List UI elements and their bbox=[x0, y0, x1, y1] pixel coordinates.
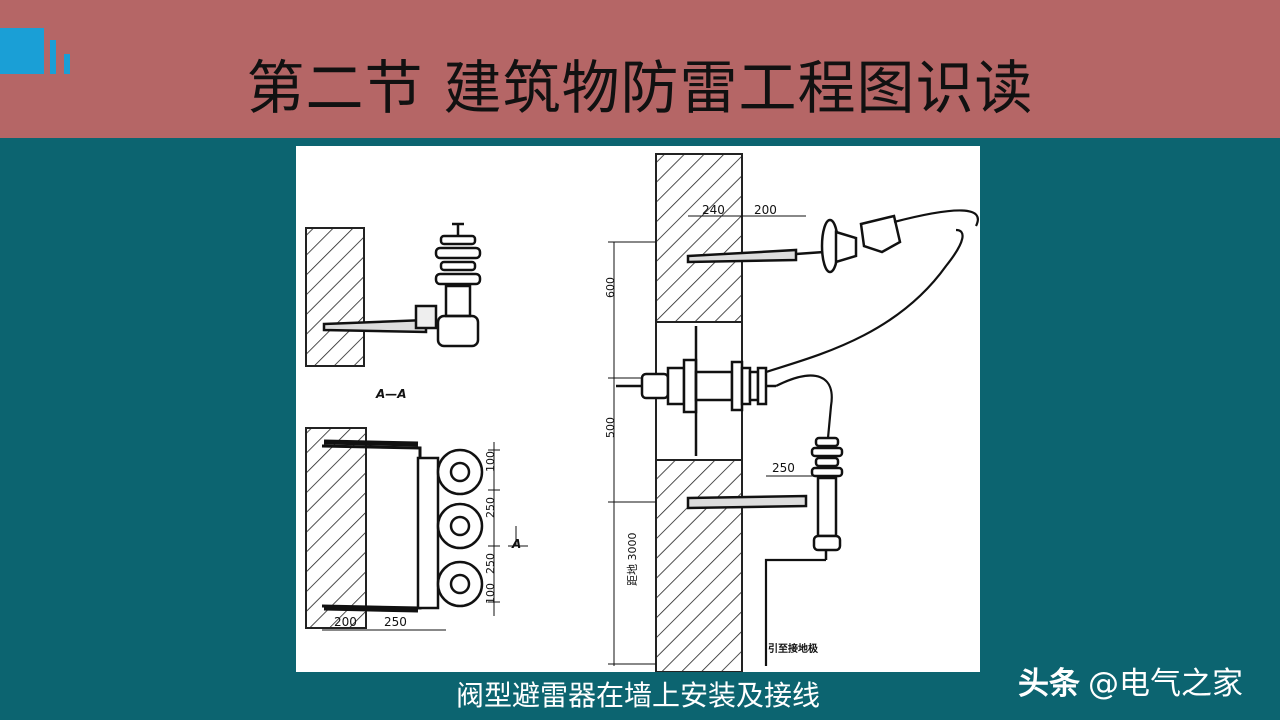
section-a-label: A bbox=[511, 537, 521, 551]
dim-250-b: 250 bbox=[484, 553, 497, 574]
dim-250-a: 250 bbox=[484, 497, 497, 518]
page-title: 第二节建筑物防雷工程图识读 bbox=[0, 48, 1280, 128]
figure-caption: 阀型避雷器在墙上安装及接线 bbox=[455, 679, 820, 712]
title-banner: 第二节建筑物防雷工程图识读 bbox=[0, 0, 1280, 138]
dim-500: 500 bbox=[604, 417, 617, 438]
source-watermark: 头条@电气之家 bbox=[1018, 662, 1268, 706]
top-insulator bbox=[686, 214, 902, 274]
watermark-account: @电气之家 bbox=[1088, 666, 1243, 702]
left-top-wall bbox=[305, 227, 365, 367]
arrester-installation-diagram: A—A 100 250 bbox=[305, 153, 979, 673]
right-wall bbox=[655, 153, 743, 673]
section-title: 建筑物防雷工程图识读 bbox=[443, 54, 1034, 122]
left-bottom-wall bbox=[305, 427, 367, 629]
dim-240: 240 bbox=[702, 203, 725, 217]
watermark-brand: 头条 bbox=[1018, 666, 1080, 702]
wall-arrester bbox=[616, 326, 776, 456]
dim-250-right: 250 bbox=[772, 461, 795, 475]
engineering-drawing: A—A 100 250 bbox=[296, 146, 980, 673]
dim-100-top: 100 bbox=[484, 451, 497, 472]
section-aa-label: A—A bbox=[375, 387, 407, 401]
dim-600: 600 bbox=[604, 277, 617, 298]
dim-100-bottom: 100 bbox=[484, 583, 497, 604]
ground-note: 引至接地极 bbox=[768, 642, 819, 655]
connection-wires bbox=[764, 209, 979, 666]
left-bottom-dimensions bbox=[322, 442, 528, 631]
dim-3000: 距地 3000 bbox=[626, 533, 639, 587]
bar-chart-logo-icon bbox=[0, 28, 70, 74]
left-bottom-arresters bbox=[416, 448, 484, 610]
left-top-arrester bbox=[322, 222, 482, 348]
dim-200-top: 200 bbox=[754, 203, 777, 217]
lower-arrester bbox=[686, 436, 844, 560]
dim-200-bottom: 200 bbox=[334, 615, 357, 629]
right-dimension-line bbox=[608, 215, 816, 666]
section-number: 第二节 bbox=[246, 54, 424, 122]
dim-250-bottom: 250 bbox=[384, 615, 407, 629]
